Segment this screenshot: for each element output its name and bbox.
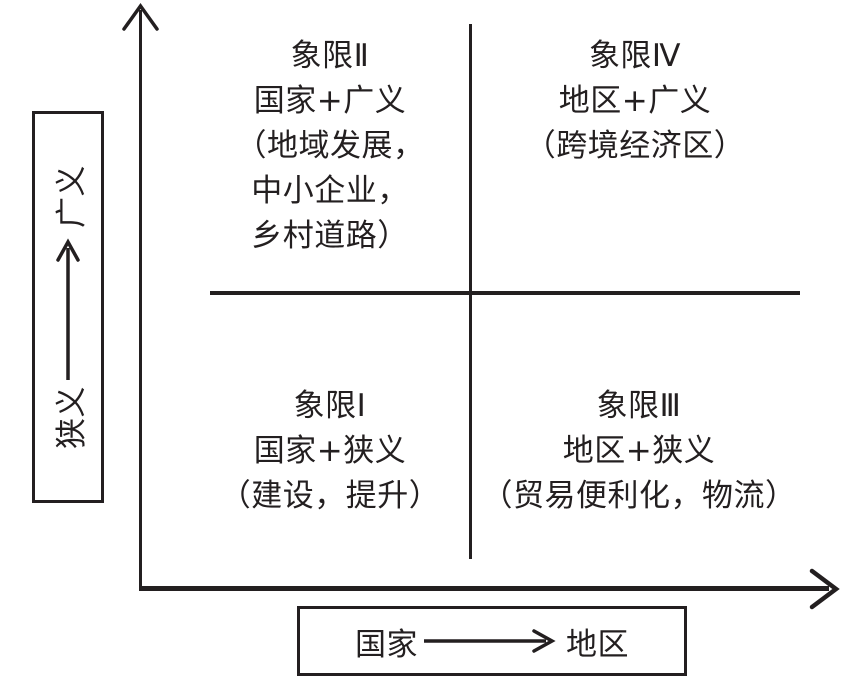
x-axis-label-box: 国家 地区 xyxy=(297,606,687,676)
quadrant-4-line-3: （跨境经济区） xyxy=(524,128,746,164)
y-axis-arrowhead-icon xyxy=(120,2,161,32)
quadrant-4-text: 象限Ⅳ 地区+广义 （跨境经济区） xyxy=(470,34,800,169)
x-axis-label-row: 国家 地区 xyxy=(355,619,629,664)
quadrant-3-line-2: 地区+狭义 xyxy=(562,433,716,469)
y-axis-label-rotated: 狭义 广义 xyxy=(38,117,98,497)
quadrant-1-line-3: （建设，提升） xyxy=(219,478,441,514)
x-axis-high-label: 地区 xyxy=(566,626,629,663)
y-axis-low-label: 狭义 xyxy=(53,386,90,449)
quadrant-3-line-3: （贸易便利化，物流） xyxy=(481,478,797,514)
y-axis-label-box: 狭义 广义 xyxy=(32,111,104,503)
quadrant-1-line-2: 国家+狭义 xyxy=(253,433,407,469)
y-axis-label-row: 狭义 广义 xyxy=(46,165,91,449)
quadrant-2-line-3: （地域发展， xyxy=(235,128,425,164)
quadrant-2-line-4: 中小企业， xyxy=(251,173,409,209)
quadrant-2-line-2: 国家+广义 xyxy=(253,83,407,119)
quadrant-2-line-1: 象限Ⅱ xyxy=(290,38,370,74)
quadrant-1-text: 象限Ⅰ 国家+狭义 （建设，提升） xyxy=(180,384,480,519)
y-axis-arrow-icon xyxy=(55,232,81,382)
quadrant-3-text: 象限Ⅲ 地区+狭义 （贸易便利化，物流） xyxy=(464,384,814,519)
quadrant-2-line-5: 乡村道路） xyxy=(251,218,409,254)
x-axis-arrowhead-icon xyxy=(806,566,842,612)
x-axis-arrow-icon xyxy=(422,628,562,654)
x-axis-line xyxy=(139,586,829,591)
quadrant-4-line-1: 象限Ⅳ xyxy=(588,38,682,74)
x-axis-low-label: 国家 xyxy=(355,626,418,663)
quadrant-2-text: 象限Ⅱ 国家+广义 （地域发展， 中小企业， 乡村道路） xyxy=(180,34,480,259)
y-axis-line xyxy=(139,10,142,590)
quadrant-1-line-1: 象限Ⅰ xyxy=(293,388,367,424)
y-axis-high-label: 广义 xyxy=(53,165,90,228)
quadrant-divider-horizontal xyxy=(210,291,800,295)
quadrant-3-line-1: 象限Ⅲ xyxy=(596,388,682,424)
quadrant-divider-vertical xyxy=(469,24,472,559)
quadrant-4-line-2: 地区+广义 xyxy=(558,83,712,119)
